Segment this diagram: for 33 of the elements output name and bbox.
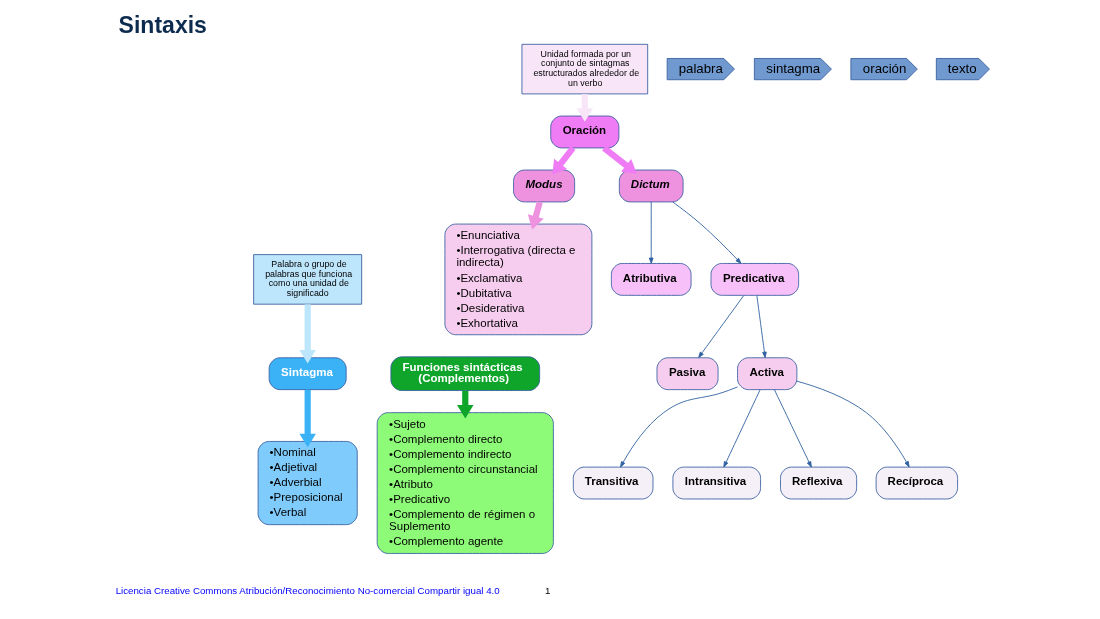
node-box: Transitiva bbox=[572, 466, 653, 500]
node-box: Funciones sintácticas (Complementos) bbox=[389, 356, 540, 391]
node-box: Reflexiva bbox=[779, 466, 857, 500]
arrow bbox=[619, 386, 738, 468]
node-box: Oración bbox=[549, 115, 619, 149]
node-box: Dictum bbox=[618, 169, 684, 203]
arrow bbox=[298, 389, 316, 448]
node-box: Palabra o grupo de palabras que funciona como una unidad de significado bbox=[252, 254, 362, 305]
node-box: Pasiva bbox=[656, 357, 718, 391]
node-box: Sintagma bbox=[268, 357, 347, 391]
label: Licencia Creative Commons Atribución/Reconocimiento No-comercial Compartir igual 4.0 bbox=[115, 584, 500, 596]
node-box: •Nominal •Adjetival •Adverbial •Preposicional •Verbal bbox=[257, 441, 358, 526]
arrow bbox=[551, 146, 575, 175]
arrow bbox=[796, 380, 910, 468]
arrow bbox=[722, 389, 761, 468]
arrow bbox=[648, 201, 654, 264]
node-box: Modus bbox=[512, 169, 575, 203]
diagram-title: Sintaxis bbox=[118, 11, 207, 38]
arrow bbox=[601, 145, 637, 174]
arrow bbox=[697, 295, 744, 358]
node-box: •Sujeto •Complemento directo •Complemento indirecto •Complemento circunstancial •Atributo •Predicativo •Complemento de régimen o Suplemento •Complemento agente bbox=[376, 412, 554, 554]
arrow bbox=[671, 201, 741, 264]
arrow bbox=[755, 295, 767, 358]
node-box: Activa bbox=[736, 357, 797, 391]
arrow bbox=[773, 389, 812, 468]
arrow bbox=[298, 304, 316, 364]
label: 1 bbox=[544, 584, 550, 596]
node-box: Intransitiva bbox=[671, 466, 761, 500]
node-box: Unidad formada por un conjunto de sintagmas estructurados alrededor de un verbo bbox=[521, 43, 648, 95]
node-box: Atributiva bbox=[610, 263, 691, 296]
node-box: Predicativa bbox=[710, 263, 799, 296]
node-box: Recíproca bbox=[875, 466, 958, 500]
node-box: •Enunciativa •Interrogativa (directa e indirecta) •Exclamativa •Dubitativa •Desiderativa •Exhortativa bbox=[443, 223, 592, 336]
